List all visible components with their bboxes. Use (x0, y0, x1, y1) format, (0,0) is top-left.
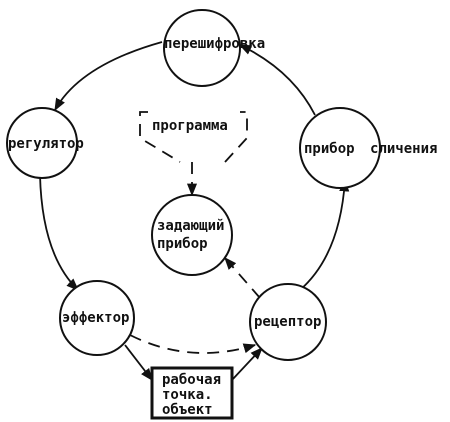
label-obekt-3: объект (162, 402, 213, 418)
label-retseptor: рецептор (254, 314, 321, 330)
label-zadayushchiy-1: задающий (157, 218, 224, 234)
arrow-effektor-to-obekt (124, 344, 153, 381)
label-pribor-slicheniya-2: сличения (370, 141, 437, 157)
node-pribor-slicheniya (299, 107, 381, 189)
label-obekt-1: рабочая (162, 372, 221, 388)
node-obekt (150, 366, 234, 420)
label-obekt-2: точка. (162, 387, 213, 403)
label-regulyator: регулятор (8, 136, 84, 152)
arc-regulyator-to-effektor (39, 174, 79, 291)
label-programma: программа (152, 118, 228, 134)
arc-retseptor-to-pribor (299, 178, 350, 291)
label-pribor-slicheniya-1: прибор (304, 141, 355, 157)
programma-bracket (139, 111, 248, 163)
arc-pereshifrovka-to-regulyator (54, 41, 163, 112)
label-pereshifrovka: перешифровка (164, 36, 265, 52)
dashed-retseptor-to-zadayushchiy (224, 257, 261, 299)
dashed-effektor-to-retseptor (129, 334, 257, 354)
label-zadayushchiy-2: прибор (157, 236, 208, 252)
node-regulyator (6, 107, 78, 179)
arc-pribor-to-pereshifrovka (238, 44, 316, 116)
label-effektor: эффектор (62, 310, 129, 326)
node-retseptor (249, 283, 327, 361)
node-effektor (59, 280, 135, 356)
arrow-obekt-to-retseptor (231, 347, 263, 381)
node-zadayushchiy-pribor (151, 194, 233, 276)
node-pereshifrovka (163, 9, 241, 87)
